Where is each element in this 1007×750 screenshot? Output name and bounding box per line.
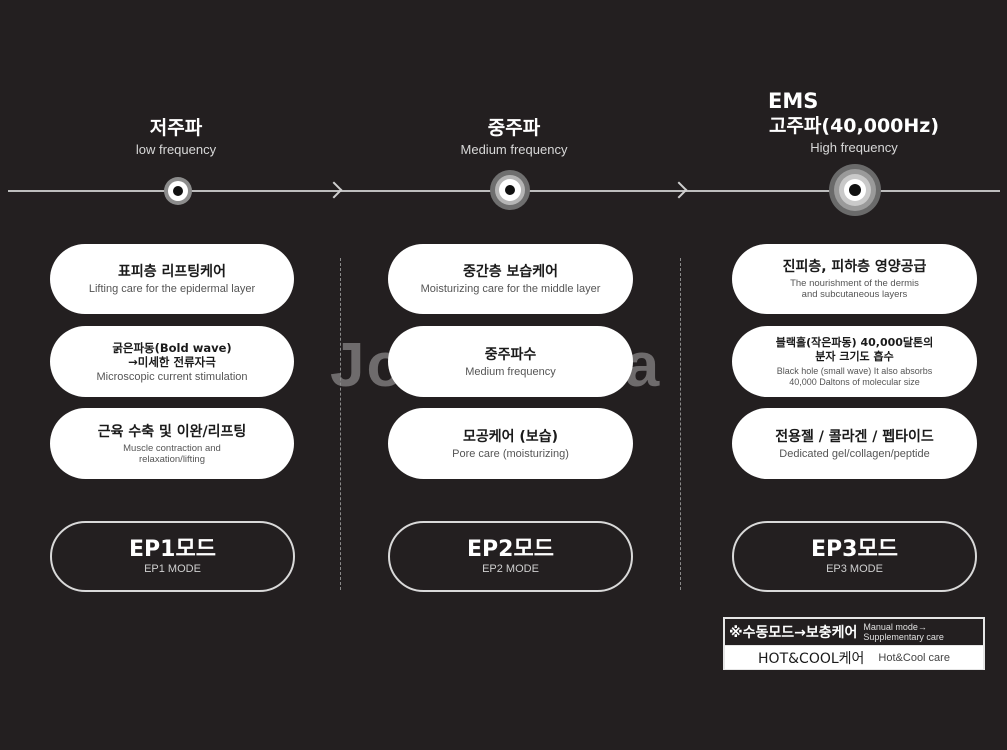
title-en: Medium frequency (460, 142, 568, 157)
card-title: 굵은파동(Bold wave) (112, 340, 232, 355)
card-subtitle: Black hole (small wave) It also absorbs (776, 365, 933, 376)
manual-mode-en-line2: Supplementary care (863, 632, 944, 642)
card-dedicated-gel: 전용젤 / 콜라겐 / 펩타이드 Dedicated gel/collagen/… (732, 408, 977, 479)
hot-cool-row: HOT&COOL케어 Hot&Cool care (725, 646, 983, 669)
arrow-right-icon (325, 181, 343, 199)
mode-label: EP3모드 (811, 537, 898, 562)
title-en: low frequency (135, 142, 217, 157)
ep1-mode-button[interactable]: EP1모드 EP1 MODE (50, 521, 295, 592)
column-divider (680, 258, 681, 590)
card-subtitle: Microscopic current stimulation (96, 370, 248, 383)
card-epidermal-lifting: 표피층 리프팅케어 Lifting care for the epidermal… (50, 244, 294, 314)
title-ko: 중주파 (487, 117, 541, 139)
card-middle-moisturizing: 중간층 보습케어 Moisturizing care for the middl… (388, 244, 633, 314)
ems-label: EMS (768, 89, 819, 113)
manual-mode-en-line1: Manual mode→ (863, 622, 927, 632)
manual-mode-label: ※수동모드→보충케어 (729, 625, 858, 641)
card-title: 표피층 리프팅케어 (118, 264, 226, 280)
card-subtitle: Pore care (moisturizing) (452, 447, 569, 460)
card-subtitle: Muscle contraction and (123, 442, 221, 454)
arrow-right-icon (670, 181, 688, 199)
hot-cool-en: Hot&Cool care (878, 651, 950, 664)
card-subtitle: The nourishment of the dermis (790, 278, 919, 289)
card-title: 중간층 보습케어 (462, 264, 559, 280)
mode-label: EP2모드 (467, 537, 554, 562)
card-subtitle-line2: relaxation/lifting (138, 453, 205, 465)
title-en: High frequency (810, 140, 898, 155)
card-title: 블랙홀(작은파동) 40,000달톤의 (775, 335, 934, 349)
manual-mode-row: ※수동모드→보충케어 Manual mode→ Supplementary ca… (725, 619, 983, 646)
card-bold-wave: 굵은파동(Bold wave) →미세한 전류자극 Microscopic cu… (50, 326, 294, 397)
card-title-line2: →미세한 전류자극 (128, 354, 216, 369)
ep3-mode-button[interactable]: EP3모드 EP3 MODE (732, 521, 977, 592)
card-pore-care: 모공케어 (보습) Pore care (moisturizing) (388, 408, 633, 479)
card-title: 중주파수 (484, 346, 537, 363)
column-title-high: EMS 고주파(40,000Hz) High frequency (704, 88, 1004, 156)
column-divider (340, 258, 341, 590)
card-subtitle: Moisturizing care for the middle layer (420, 283, 601, 295)
title-ko: 고주파(40,000Hz) (768, 115, 940, 137)
card-muscle-lifting: 근육 수축 및 이완/리프팅 Muscle contraction and re… (50, 408, 294, 479)
card-title: 모공케어 (보습) (463, 428, 558, 445)
node-core (505, 185, 515, 195)
card-title: 근육 수축 및 이완/리프팅 (97, 423, 247, 440)
card-dermis-nourishment: 진피층, 피하층 영양공급 The nourishment of the der… (732, 244, 977, 314)
card-subtitle: Lifting care for the epidermal layer (88, 283, 256, 295)
node-core (849, 184, 861, 196)
card-subtitle-line2: 40,000 Daltons of molecular size (789, 376, 920, 387)
card-title: 전용젤 / 콜라겐 / 펩타이드 (775, 428, 934, 445)
card-title-line2: 분자 크기도 흡수 (815, 349, 894, 363)
column-title-medium: 중주파 Medium frequency (364, 116, 664, 158)
mode-sublabel: EP2 MODE (482, 563, 539, 575)
card-subtitle: Dedicated gel/collagen/peptide (779, 447, 930, 460)
card-title: 진피층, 피하층 영양공급 (782, 259, 927, 275)
manual-mode-note: ※수동모드→보충케어 Manual mode→ Supplementary ca… (723, 617, 985, 670)
card-medium-frequency: 중주파수 Medium frequency (388, 326, 633, 397)
mode-sublabel: EP3 MODE (826, 563, 883, 575)
card-black-hole: 블랙홀(작은파동) 40,000달톤의 분자 크기도 흡수 Black hole… (732, 326, 977, 397)
card-subtitle: Medium frequency (465, 365, 556, 378)
mode-sublabel: EP1 MODE (144, 563, 201, 575)
ep2-mode-button[interactable]: EP2모드 EP2 MODE (388, 521, 633, 592)
card-subtitle-line2: and subcutaneous layers (801, 289, 908, 300)
node-core (173, 186, 183, 196)
mode-label: EP1모드 (129, 537, 216, 562)
title-ko: 저주파 (149, 117, 203, 139)
manual-mode-en: Manual mode→ Supplementary care (863, 622, 944, 642)
hot-cool-label: HOT&COOL케어 (758, 650, 865, 667)
column-title-low: 저주파 low frequency (26, 116, 326, 158)
